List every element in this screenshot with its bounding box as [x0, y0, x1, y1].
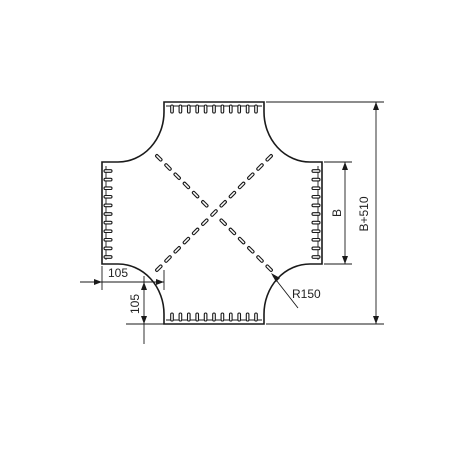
dimension-overall: B+510	[266, 101, 384, 325]
diagonal-slot	[247, 246, 255, 254]
bottom-slot	[203, 312, 208, 322]
diagonal-slot	[155, 154, 163, 162]
top-slot	[245, 104, 250, 114]
right-slot	[311, 203, 321, 208]
right-slot	[311, 246, 321, 251]
dimension-radius: R150	[271, 273, 321, 309]
diagonal-slot	[228, 190, 237, 199]
diagonal-slot	[237, 236, 246, 245]
bottom-slot	[186, 312, 191, 322]
left-slot	[103, 246, 113, 251]
perforation-slots	[103, 104, 321, 322]
right-slot	[311, 194, 321, 199]
diagonal-slot	[265, 264, 273, 272]
diagonal-slot	[164, 163, 172, 171]
right-slot	[311, 212, 321, 216]
left-slot	[103, 177, 113, 182]
bottom-slot	[178, 312, 183, 322]
left-slot	[103, 255, 113, 259]
diagonal-slot	[182, 181, 191, 190]
top-slot	[178, 104, 183, 114]
bottom-slot	[228, 312, 233, 322]
radius-dimension-label: R150	[292, 287, 321, 301]
right-slot	[311, 177, 321, 182]
bottom-slot	[170, 312, 174, 322]
top-slot	[237, 104, 242, 114]
bottom-slot	[254, 312, 258, 322]
diagonal-slot	[173, 172, 181, 180]
top-slot	[220, 104, 225, 114]
top-slot	[228, 104, 233, 114]
diagonal-slot	[155, 264, 163, 272]
diagonal-slot	[247, 172, 255, 180]
diagonal-slot	[201, 200, 209, 208]
right-slot	[311, 237, 321, 242]
top-slot	[212, 104, 216, 114]
top-slot	[186, 104, 191, 114]
diagonal-slot	[191, 227, 200, 236]
dimension-flange-vertical: 105	[126, 276, 164, 344]
diagonal-slot	[265, 154, 273, 162]
diagonal-slot	[256, 163, 264, 171]
diagonal-slot	[191, 190, 200, 199]
diagonal-slot	[219, 218, 227, 226]
width-dimension-label: B	[330, 209, 344, 217]
top-slot	[195, 104, 200, 114]
right-slot	[311, 186, 321, 191]
left-slot	[103, 237, 113, 242]
top-slot	[254, 104, 258, 114]
left-slot	[103, 229, 113, 234]
left-slot	[103, 186, 113, 191]
left-slot	[103, 194, 113, 199]
diagonal-slot	[182, 236, 191, 245]
right-slot	[311, 220, 321, 225]
flange-horizontal-label: 105	[108, 266, 128, 280]
diagonal-slot	[237, 181, 246, 190]
diagonal-slot	[228, 227, 237, 236]
flange-vertical-label: 105	[128, 294, 142, 314]
left-slot	[103, 220, 113, 225]
overall-dimension-label: B+510	[357, 196, 371, 231]
left-slot	[103, 203, 113, 208]
diagonal-slot	[173, 246, 181, 254]
bottom-slot	[195, 312, 200, 322]
right-slot	[311, 229, 321, 234]
left-slot	[103, 169, 113, 173]
diagonal-slot	[256, 255, 264, 263]
right-slot	[311, 169, 321, 173]
diagonal-slot	[219, 200, 227, 208]
center-slot	[210, 209, 218, 217]
top-slot	[170, 104, 174, 114]
bottom-slot	[212, 312, 216, 322]
left-slot	[103, 212, 113, 216]
diagonal-slot	[164, 255, 172, 263]
bottom-slot	[245, 312, 250, 322]
bottom-slot	[237, 312, 242, 322]
dimension-width: B	[324, 161, 352, 265]
bottom-slot	[220, 312, 225, 322]
diagonal-slot	[201, 218, 209, 226]
right-slot	[311, 255, 321, 259]
top-slot	[203, 104, 208, 114]
